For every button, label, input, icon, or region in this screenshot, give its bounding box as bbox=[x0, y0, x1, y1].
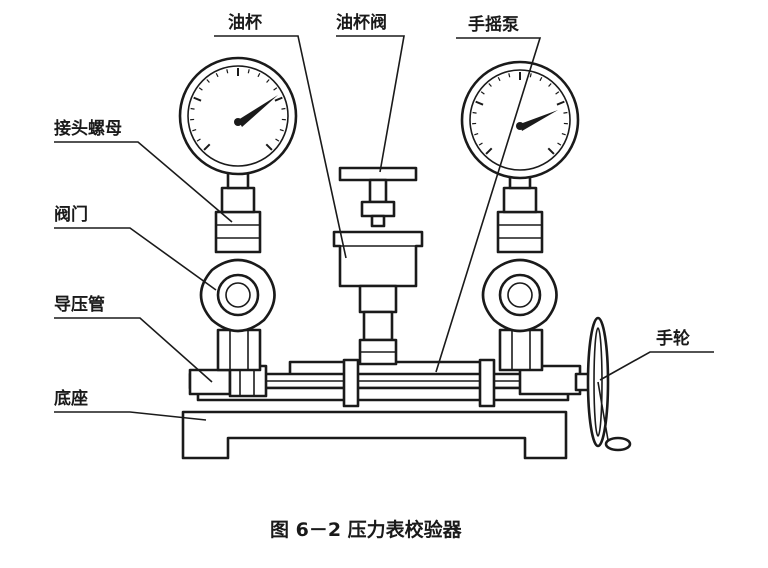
handwheel bbox=[574, 316, 632, 452]
oil-cup-assembly bbox=[332, 166, 424, 366]
label-handwheel: 手轮 bbox=[656, 328, 690, 349]
left-gauge-assembly bbox=[178, 56, 298, 372]
label-oil-cup: 油杯 bbox=[228, 12, 262, 33]
gauge-tick bbox=[279, 129, 284, 132]
gauge-tick bbox=[472, 111, 477, 114]
gauge-tick bbox=[275, 138, 280, 142]
gauge-tick bbox=[265, 143, 273, 151]
label-connector-nut: 接头螺母 bbox=[54, 118, 122, 139]
base-stand bbox=[181, 410, 568, 460]
gauge-tick bbox=[556, 100, 565, 106]
label-pressure-tube: 导压管 bbox=[54, 294, 105, 315]
left-pressure-gauge bbox=[178, 56, 298, 176]
gauge-tick bbox=[474, 133, 479, 136]
gauge-tick bbox=[563, 111, 568, 114]
gauge-tick bbox=[508, 73, 511, 78]
gauge-tick bbox=[478, 142, 483, 146]
gauge-tick bbox=[497, 76, 501, 82]
gauge-tick bbox=[281, 107, 286, 110]
gauge-tick bbox=[190, 107, 195, 110]
figure-caption: 图 6－2 压力表校验器 bbox=[270, 518, 463, 541]
gauge-tick bbox=[557, 142, 562, 146]
labels: 油杯 油杯阀 手摇泵 接头螺母 阀门 导压管 底座 手轮 bbox=[54, 12, 690, 409]
gauge-tick bbox=[529, 73, 532, 78]
label-oil-cup-valve: 油杯阀 bbox=[336, 12, 387, 33]
leader-lines bbox=[54, 35, 714, 421]
gauge-tick bbox=[485, 147, 493, 155]
gauge-tick bbox=[548, 83, 552, 87]
gauge-tick bbox=[215, 72, 219, 78]
gauge-tick bbox=[266, 79, 270, 83]
gauge-tick bbox=[480, 91, 485, 95]
gauge-tick bbox=[206, 79, 210, 83]
gauge-tick bbox=[488, 83, 492, 87]
gauge-tick bbox=[247, 69, 250, 74]
label-base: 底座 bbox=[54, 388, 88, 409]
gauge-tick bbox=[196, 138, 201, 142]
gauge-tick bbox=[547, 147, 555, 155]
right-pressure-gauge bbox=[460, 60, 580, 180]
pressure-tube bbox=[188, 364, 268, 398]
gauge-tick bbox=[203, 143, 211, 151]
gauge-tick bbox=[273, 87, 278, 91]
right-gauge-assembly bbox=[460, 60, 580, 372]
gauge-tick bbox=[193, 96, 202, 102]
label-valve: 阀门 bbox=[54, 204, 88, 225]
gauge-tick bbox=[475, 100, 484, 106]
gauge-tick bbox=[539, 76, 543, 82]
gauge-tick bbox=[274, 96, 283, 102]
label-hand-pump: 手摇泵 bbox=[468, 14, 519, 35]
pump-body bbox=[188, 358, 582, 408]
gauge-tick bbox=[198, 87, 203, 91]
gauge-tick bbox=[555, 91, 560, 95]
gauge-tick bbox=[257, 72, 261, 78]
gauge-tick bbox=[226, 69, 229, 74]
gauge-tick bbox=[561, 133, 566, 136]
gauge-tick bbox=[192, 129, 197, 132]
